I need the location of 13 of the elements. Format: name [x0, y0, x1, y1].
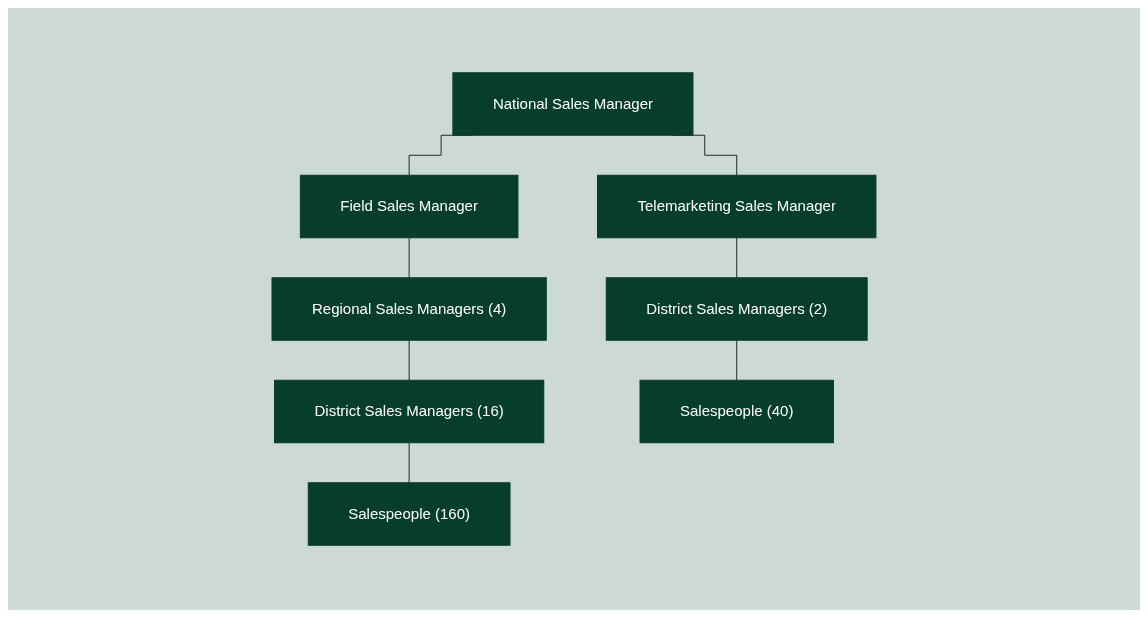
node-box: Field Sales Manager — [299, 174, 519, 239]
node-box: Regional Sales Managers (4) — [271, 277, 547, 341]
node-box: Salespeople (160) — [307, 482, 511, 546]
node-box: Telemarketing Sales Manager — [597, 174, 877, 239]
node-box: District Sales Managers (16) — [274, 379, 545, 444]
connector — [408, 237, 410, 279]
connector — [408, 339, 410, 381]
connector — [736, 339, 738, 381]
connector — [408, 442, 410, 484]
node-box: District Sales Managers (2) — [605, 277, 868, 341]
node-box: Salespeople (40) — [639, 379, 834, 444]
node-box: National Sales Manager — [452, 72, 694, 136]
connector — [736, 237, 738, 279]
